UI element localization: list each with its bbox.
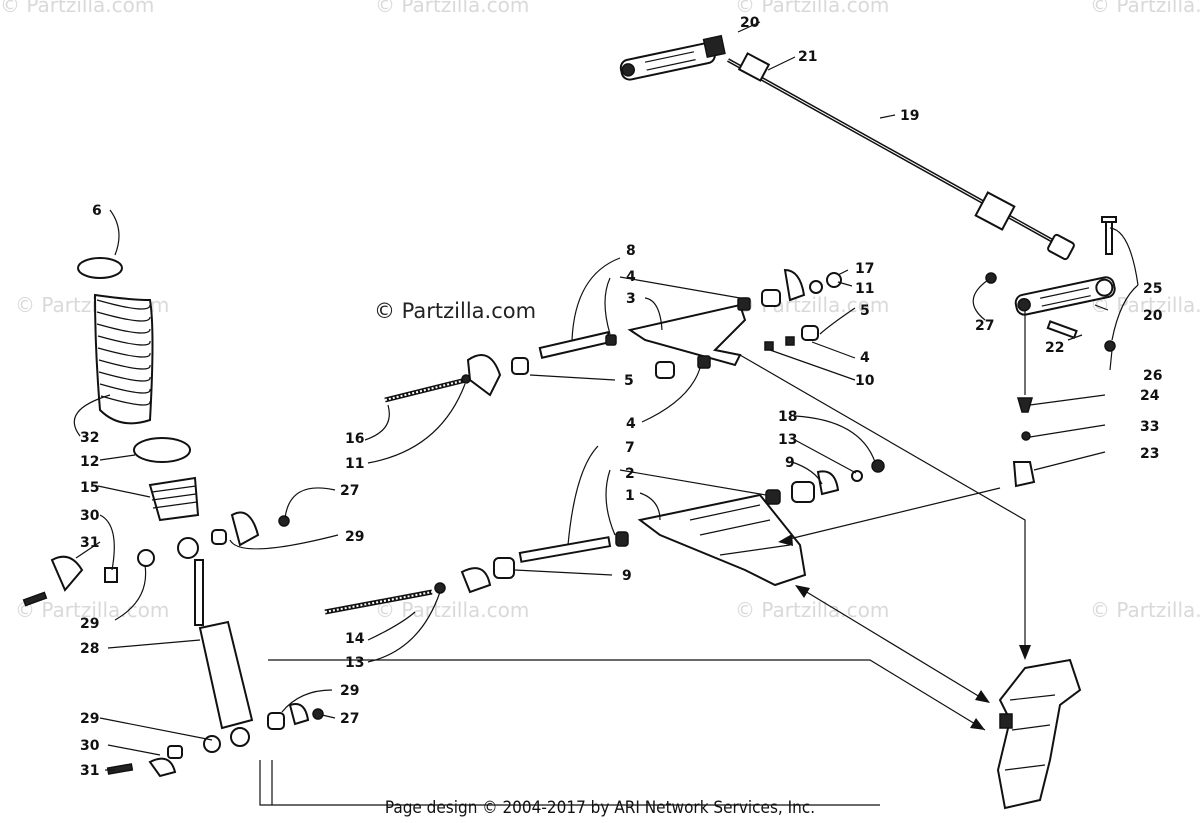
- watermark: © Partzilla.com: [0, 0, 154, 17]
- watermark: © Partzilla.com: [735, 598, 889, 622]
- callout-32: 32: [80, 430, 99, 446]
- callout-17: 17: [855, 261, 874, 277]
- callout-numbers: 1 2 3 4 4 4 5 5 6 7 8 9 9 10 11 11 12 13…: [80, 15, 1163, 779]
- watermark: © Partzilla.com: [375, 0, 529, 17]
- callout-30: 30: [80, 508, 100, 524]
- callout-24: 24: [1140, 388, 1160, 404]
- callout-25: 25: [1143, 281, 1162, 297]
- copyright-text: © Partzilla.com: [374, 299, 536, 323]
- callout-13: 13: [778, 432, 797, 448]
- callout-13: 13: [345, 655, 364, 671]
- watermark: © Partzilla.com: [1090, 598, 1200, 622]
- callout-1: 1: [625, 488, 635, 504]
- callout-18: 18: [778, 409, 797, 425]
- watermark: © Partzilla.com: [735, 293, 889, 317]
- callout-29: 29: [340, 683, 359, 699]
- callout-11: 11: [855, 281, 874, 297]
- callout-27: 27: [975, 318, 994, 334]
- watermark: © Partzilla.com: [1090, 0, 1200, 17]
- callout-20: 20: [740, 15, 760, 31]
- callout-7: 7: [625, 440, 635, 456]
- callout-27: 27: [340, 711, 359, 727]
- callout-19: 19: [900, 108, 919, 124]
- callout-20: 20: [1143, 308, 1163, 324]
- callout-22: 22: [1045, 340, 1064, 356]
- callout-11: 11: [345, 456, 364, 472]
- callout-9: 9: [785, 455, 795, 471]
- callout-16: 16: [345, 431, 364, 447]
- callout-10: 10: [855, 373, 875, 389]
- callout-2: 2: [625, 466, 635, 482]
- tie-rod-assembly: [619, 34, 1117, 488]
- callout-30: 30: [80, 738, 100, 754]
- shock-absorber-assembly: [22, 257, 324, 778]
- callout-27: 27: [340, 483, 359, 499]
- callout-14: 14: [345, 631, 365, 647]
- watermark-layer: © Partzilla.com © Partzilla.com © Partzi…: [0, 0, 1200, 622]
- callout-29: 29: [80, 616, 99, 632]
- callout-29: 29: [80, 711, 99, 727]
- callout-26: 26: [1143, 368, 1162, 384]
- watermark: © Partzilla.com: [15, 598, 169, 622]
- assembly-arrows: [259, 354, 1031, 806]
- steering-arm-upper: [619, 34, 726, 81]
- callout-31: 31: [80, 535, 99, 551]
- callout-28: 28: [80, 641, 99, 657]
- callout-31: 31: [80, 763, 99, 779]
- callout-21: 21: [798, 49, 817, 65]
- watermark: © Partzilla.com: [735, 0, 889, 17]
- callout-5: 5: [860, 303, 870, 319]
- callout-15: 15: [80, 480, 99, 496]
- spindle-assembly: [996, 658, 1082, 810]
- callout-12: 12: [80, 454, 99, 470]
- callout-23: 23: [1140, 446, 1159, 462]
- footer-credit: Page design © 2004-2017 by ARI Network S…: [385, 798, 815, 818]
- callout-4: 4: [626, 416, 636, 432]
- callout-4: 4: [860, 350, 870, 366]
- callout-29: 29: [345, 529, 364, 545]
- leader-lines: [73, 21, 1139, 771]
- callout-3: 3: [626, 291, 636, 307]
- upper-a-arm-assembly: [384, 268, 842, 403]
- watermark: © Partzilla.com: [375, 598, 529, 622]
- steering-arm-lower: [1014, 276, 1116, 316]
- callout-9: 9: [622, 568, 632, 584]
- callout-6: 6: [92, 203, 102, 219]
- callout-8: 8: [626, 243, 636, 259]
- lower-a-arm-assembly: [324, 459, 885, 615]
- callout-5: 5: [624, 373, 634, 389]
- callout-4: 4: [626, 269, 636, 285]
- callout-33: 33: [1140, 419, 1159, 435]
